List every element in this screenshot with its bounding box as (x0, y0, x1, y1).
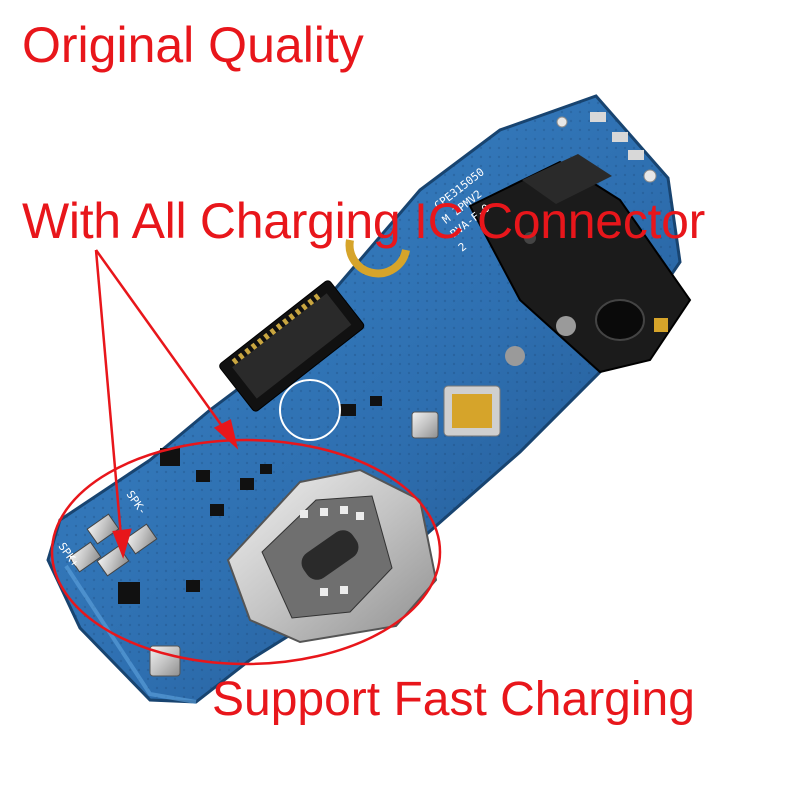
charging-ic-components (118, 396, 382, 604)
spring-clip (411, 411, 439, 439)
caption-charging-ic-connector: With All Charging IC Connector (22, 193, 705, 249)
corner-test-pads (556, 112, 657, 183)
lower-spring-contact (149, 645, 181, 677)
btb-connector (219, 280, 365, 412)
arrow-line-2 (94, 249, 234, 441)
caption-original-quality: Original Quality (22, 17, 364, 73)
highlight-ellipse (50, 438, 442, 666)
caption-fast-charging: Support Fast Charging (212, 673, 695, 726)
arrow-head-2 (213, 419, 239, 450)
speaker-pads (68, 513, 158, 577)
annotation-overlay (50, 249, 442, 666)
usb-c-port (226, 468, 438, 644)
microphone (443, 385, 501, 437)
board-ring-marking (279, 379, 341, 441)
arrow-line-1 (94, 249, 124, 549)
audio-jack (468, 154, 692, 374)
gold-contact (345, 239, 410, 278)
arrow-head-1 (112, 528, 132, 559)
